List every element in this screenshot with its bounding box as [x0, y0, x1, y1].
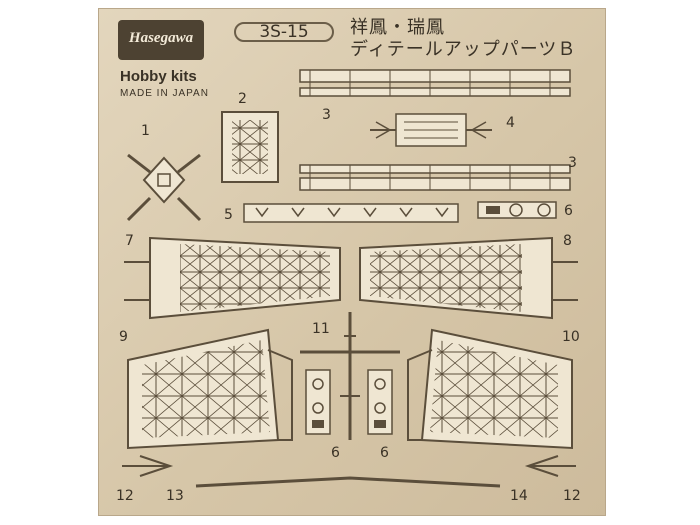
- part-7-panel: [124, 236, 341, 320]
- part-label-1: 1: [141, 123, 150, 139]
- part-4-center: [370, 113, 492, 147]
- part-label-3a: 3: [322, 107, 331, 123]
- part-8-panel: [359, 236, 578, 320]
- brand-logo: Hasegawa: [128, 30, 194, 46]
- part-label-7: 7: [125, 233, 134, 249]
- part-6-pair: [305, 369, 393, 435]
- part-label-2: 2: [238, 91, 247, 107]
- part-label-12b: 12: [563, 488, 581, 504]
- part-2-grid: [221, 111, 279, 183]
- part-label-5: 5: [224, 207, 233, 223]
- part-label-4: 4: [506, 115, 515, 131]
- part-label-11: 11: [312, 321, 330, 337]
- part-3-rails: [299, 69, 571, 191]
- part-label-3b: 3: [568, 155, 577, 171]
- part-10-panel: [407, 328, 573, 450]
- part-label-6b: 6: [331, 445, 340, 461]
- product-title-line1: 祥鳳・瑞鳳: [350, 17, 445, 38]
- product-title-line2: ディテールアップパーツＢ: [350, 39, 577, 60]
- part-5-row: [243, 203, 459, 223]
- part-label-6c: 6: [380, 445, 389, 461]
- part-9-panel: [127, 328, 293, 450]
- part-12-antennas: [122, 455, 576, 477]
- part-label-8: 8: [563, 233, 572, 249]
- part-1-tripod: [126, 153, 202, 222]
- part-label-12a: 12: [116, 488, 134, 504]
- part-label-10: 10: [562, 329, 580, 345]
- part-label-14: 14: [510, 488, 528, 504]
- part-11-mast: [300, 312, 400, 440]
- brand-line: Hobby kits: [120, 68, 197, 85]
- part-13-14-bar: [195, 476, 501, 488]
- part-label-6a: 6: [564, 203, 573, 219]
- product-code: 3S-15: [234, 22, 334, 42]
- part-6-top: [477, 201, 557, 219]
- brand-logo-badge: Hasegawa: [118, 20, 204, 60]
- part-label-9: 9: [119, 329, 128, 345]
- part-label-13: 13: [166, 488, 184, 504]
- origin-text: MADE IN JAPAN: [120, 88, 209, 99]
